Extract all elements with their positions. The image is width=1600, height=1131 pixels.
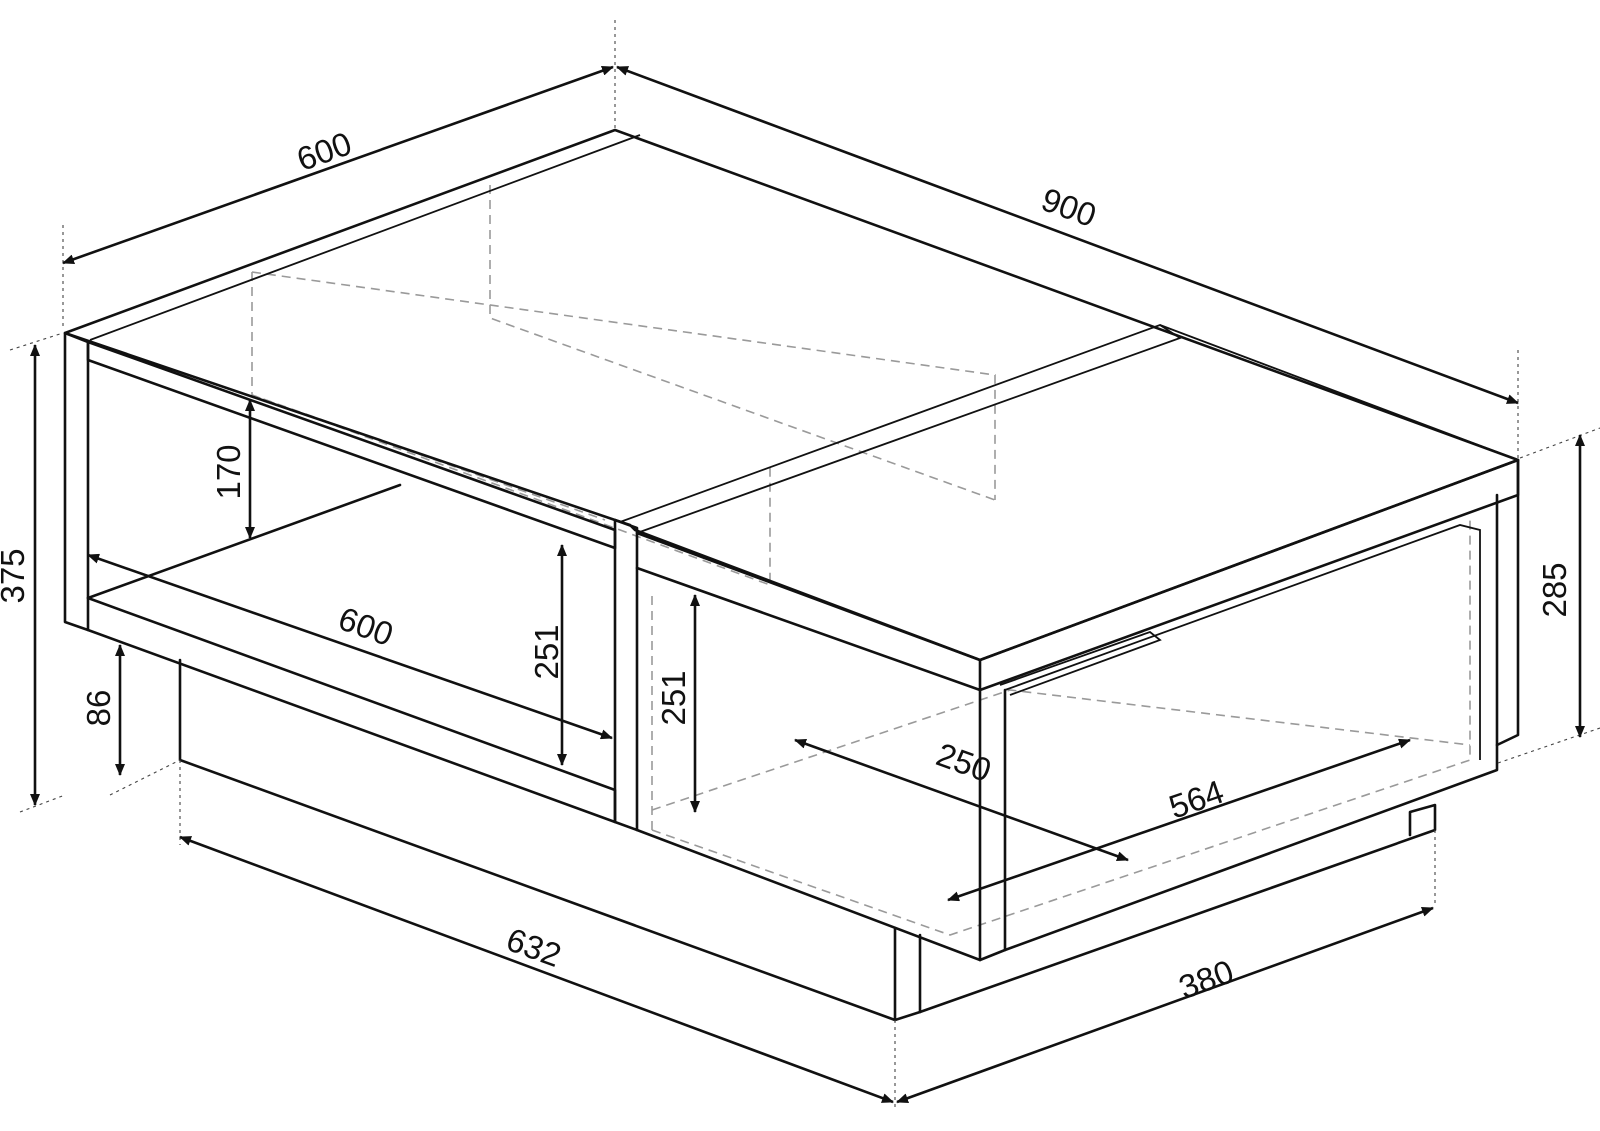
dim-line-shelf-depth	[87, 553, 613, 740]
dim-line-drawer-width	[947, 738, 1411, 902]
left-end-panel	[63, 331, 90, 632]
label-drawer-depth: 250	[932, 735, 996, 789]
label-base-width: 380	[1174, 952, 1238, 1006]
dim-line-top-depth	[62, 65, 614, 265]
lid-groove	[619, 324, 1183, 534]
lid-groove-2	[1159, 324, 1519, 461]
label-shelf-clearance: 170	[210, 444, 247, 499]
hidden-edges	[251, 185, 1471, 936]
label-base-height: 86	[80, 690, 117, 727]
drawer-top-rail	[1004, 524, 1481, 760]
dim-line-base-length	[179, 835, 894, 1104]
dimension-labels: 600 900 375 285 170 251 251 600 86 250 5…	[0, 124, 1573, 1006]
tabletop-top-face	[63, 128, 1520, 662]
tabletop-right-edge	[978, 458, 1520, 692]
lower-body-bottom	[635, 828, 982, 962]
lid-front-edge	[635, 531, 982, 692]
extension-lines	[9, 20, 1600, 1110]
table-outline	[63, 128, 1520, 1022]
label-base-length: 632	[502, 920, 566, 974]
label-top-depth: 600	[292, 124, 356, 178]
label-total-height: 375	[0, 548, 31, 603]
dim-line-top-length	[616, 65, 1519, 405]
label-top-height: 285	[1536, 562, 1573, 617]
middle-divider-panel	[613, 518, 639, 832]
drawer-front-left	[978, 688, 1007, 962]
base-plinth	[178, 658, 1437, 1022]
drawer-slot	[999, 630, 1162, 696]
label-inner-height-right: 251	[655, 670, 692, 725]
right-end-panel	[1495, 458, 1520, 747]
back-groove	[89, 134, 641, 341]
dim-line-base-width	[896, 906, 1434, 1104]
lower-shelf	[86, 483, 402, 600]
tabletop-front-edge	[86, 340, 617, 550]
label-drawer-width: 564	[1164, 773, 1228, 826]
label-inner-height-left: 251	[528, 624, 565, 679]
dimension-lines	[30, 65, 1585, 1104]
